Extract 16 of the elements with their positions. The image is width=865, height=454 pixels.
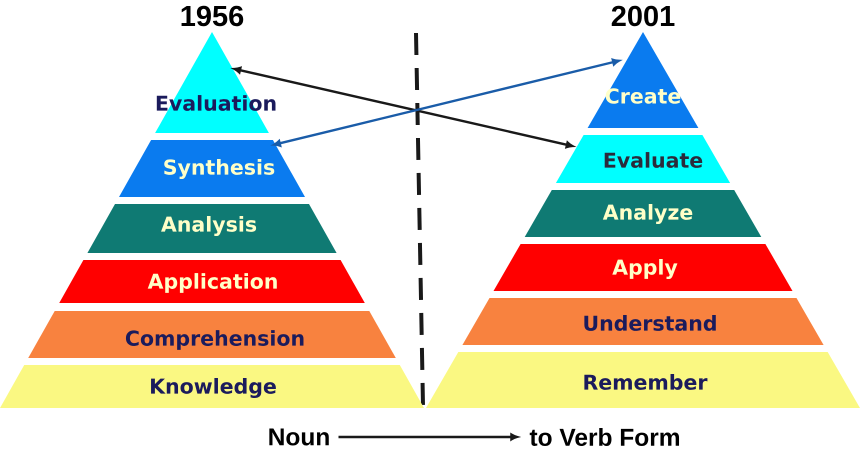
pyramid-level: Apply	[494, 244, 792, 291]
pyramid-level: Remember	[426, 352, 860, 408]
pyramid-level: Synthesis	[119, 140, 305, 197]
pyramid-level: Create	[588, 32, 698, 128]
pyramid-level: Comprehension	[28, 311, 396, 358]
pyramid-level: Analyze	[524, 190, 762, 237]
pyramid-level: Analysis	[87, 204, 337, 253]
caption-label: Noun	[269, 428, 329, 446]
caption-label: to Verb Form	[530, 428, 680, 446]
arrow	[233, 66, 574, 148]
pyramid-level: Evaluate	[556, 135, 730, 183]
arrow	[273, 58, 620, 147]
arrow	[338, 433, 518, 441]
pyramid-level: Application	[59, 260, 365, 303]
pyramid-level: Knowledge	[0, 365, 424, 408]
pyramid-level: Understand	[462, 298, 824, 345]
